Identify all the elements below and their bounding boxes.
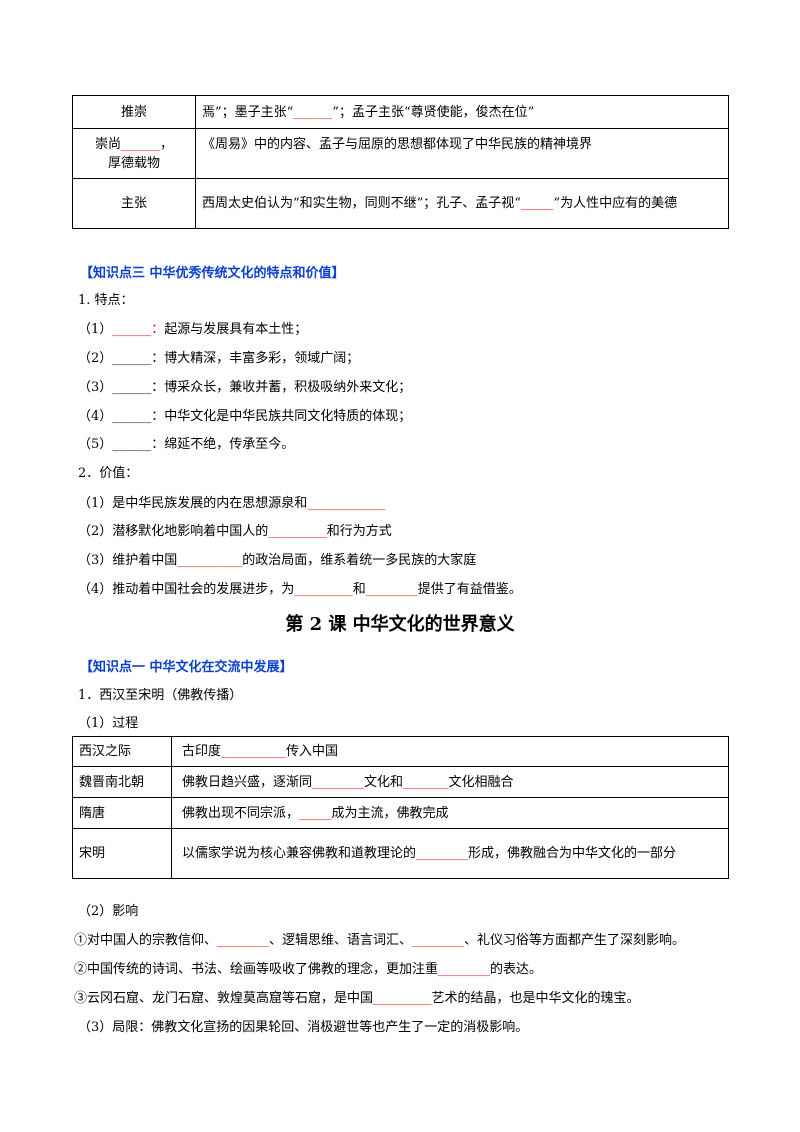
blank: __________ <box>177 553 243 568</box>
feature-item: （3）______：博采众长，兼收并蓄，积极吸纳外来文化； <box>78 380 412 395</box>
subheading: 1．西汉至宋明（佛教传播） <box>78 688 243 703</box>
section-heading: 【知识点三 中华优秀传统文化的特点和价值】 <box>80 266 345 281</box>
table-row: 魏晋南北朝 佛教日趋兴盛，逐渐同________文化和_______文化相融合 <box>72 766 729 798</box>
impact-item: ②中国传统的诗词、书法、绘画等吸收了佛教的理念，更加注重________的表达。 <box>74 962 543 977</box>
impact-item: ③云冈石窟、龙门石窟、敦煌莫高窟等石窟，是中国_________艺术的结晶，也是… <box>74 991 640 1006</box>
row-label: 崇尚______， 厚德载物 <box>72 128 196 179</box>
blank: _________ <box>294 582 353 597</box>
value-title: 2．价值： <box>78 466 139 481</box>
value-item: （3）维护着中国__________的政治局面，维系着统一多民族的大家庭 <box>78 553 477 568</box>
table-row: 隋唐 佛教出现不同宗派，_____成为主流，佛教完成 <box>72 797 729 829</box>
subheading: （1）过程 <box>78 716 139 731</box>
blank: ______ <box>112 322 152 337</box>
impact-item: ①对中国人的宗教信仰、________、逻辑思维、语言词汇、________、礼… <box>74 933 686 948</box>
process-cell: 古印度__________传入中国 <box>171 736 729 767</box>
blank: ________ <box>365 582 418 597</box>
blank: ______ <box>293 104 333 120</box>
process-table: 西汉之际 古印度__________传入中国 魏晋南北朝 佛教日趋兴盛，逐渐同_… <box>72 736 729 879</box>
table-row: 主张 西周太史伯认为“和实生物，同则不继”；孔子、孟子视“_____”为人性中应… <box>72 178 729 229</box>
blank: _____ <box>520 196 554 211</box>
row-label: 推崇 <box>72 95 196 129</box>
value-item: （2）潜移默化地影响着中国人的_________和行为方式 <box>78 524 392 539</box>
process-cell: 佛教日趋兴盛，逐渐同________文化和_______文化相融合 <box>171 766 729 798</box>
row-label: 主张 <box>72 178 196 229</box>
value-item: （1）是中华民族发展的内在思想源泉和____________ <box>78 496 386 511</box>
blank: ________ <box>438 962 491 977</box>
table-row: 宋明 以儒家学说为核心兼容佛教和道教理论的________形成，佛教融合为中华文… <box>72 828 729 879</box>
blank: _________ <box>268 524 327 539</box>
process-cell: 以儒家学说为核心兼容佛教和道教理论的________形成，佛教融合为中华文化的一… <box>171 828 729 879</box>
table-row: 崇尚______， 厚德载物 《周易》中的内容、孟子与屈原的思想都体现了中华民族… <box>72 128 729 179</box>
period-cell: 宋明 <box>72 828 172 879</box>
feature-item: （4）______：中华文化是中华民族共同文化特质的体现； <box>78 409 412 424</box>
section-heading: 【知识点一 中华文化在交流中发展】 <box>80 660 293 675</box>
blank: _______ <box>403 774 449 790</box>
period-cell: 魏晋南北朝 <box>72 766 172 798</box>
blank: _________ <box>373 991 432 1006</box>
blank: _____ <box>299 805 332 821</box>
value-item: （4）推动着中国社会的发展进步，为_________和________提供了有益… <box>78 582 522 597</box>
blank: ____________ <box>307 496 386 511</box>
row-content: 《周易》中的内容、孟子与屈原的思想都体现了中华民族的精神境界 <box>195 128 729 179</box>
feature-item: （1）______：起源与发展具有本土性； <box>78 322 308 337</box>
concept-table: 推崇 焉”；墨子主张“______”；孟子主张“尊贤使能，俊杰在位” 崇尚___… <box>72 95 729 229</box>
subheading: （2）影响 <box>78 904 139 919</box>
blank: ________ <box>412 933 465 948</box>
feature-item: （5）______：绵延不绝，传承至今。 <box>78 437 295 452</box>
limit-text: （3）局限：佛教文化宣扬的因果轮回、消极避世等也产生了一定的消极影响。 <box>78 1020 529 1035</box>
blank: ______ <box>121 136 160 152</box>
row-content: 西周太史伯认为“和实生物，同则不继”；孔子、孟子视“_____”为人性中应有的美… <box>195 178 729 229</box>
blank: ________ <box>217 933 270 948</box>
period-cell: 西汉之际 <box>72 736 172 767</box>
features-title: 1. 特点： <box>78 293 134 308</box>
process-cell: 佛教出现不同宗派，_____成为主流，佛教完成 <box>171 797 729 829</box>
blank: ________ <box>416 846 469 861</box>
feature-item: （2）______：博大精深，丰富多彩，领域广阔； <box>78 351 360 366</box>
blank: ________ <box>312 774 365 790</box>
table-row: 西汉之际 古印度__________传入中国 <box>72 736 729 767</box>
table-row: 推崇 焉”；墨子主张“______”；孟子主张“尊贤使能，俊杰在位” <box>72 95 729 129</box>
period-cell: 隋唐 <box>72 797 172 829</box>
lesson-title: 第 2 课 中华文化的世界意义 <box>285 614 515 635</box>
blank: __________ <box>221 744 287 759</box>
row-content: 焉”；墨子主张“______”；孟子主张“尊贤使能，俊杰在位” <box>195 95 729 129</box>
